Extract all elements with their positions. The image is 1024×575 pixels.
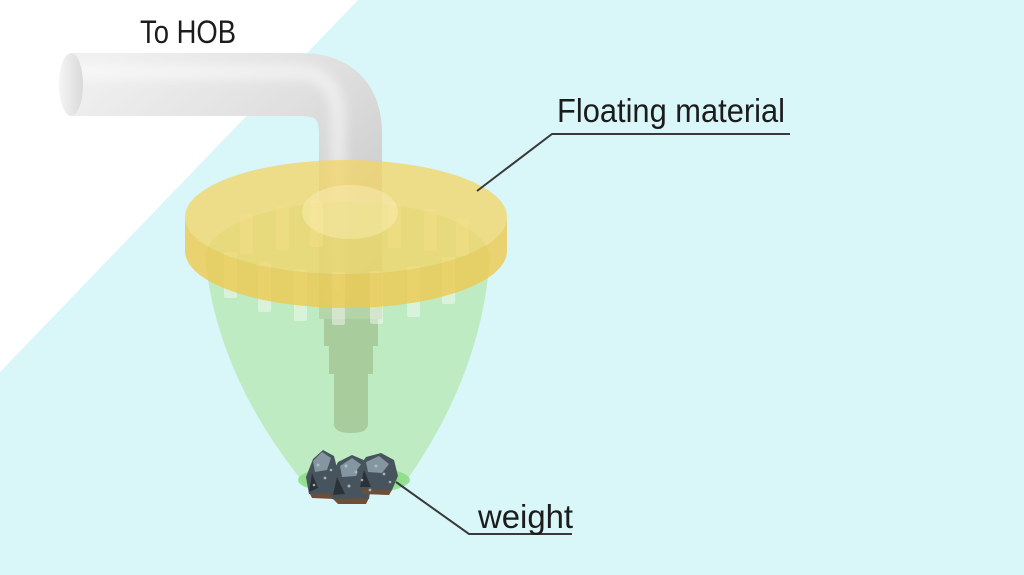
weight-rocks	[306, 450, 398, 504]
pipe-highlight	[75, 64, 346, 300]
pipe-end-cap	[59, 53, 83, 116]
floating-ring	[185, 160, 507, 308]
rock-speckles	[312, 463, 392, 492]
floating-ring-top	[185, 160, 507, 274]
weight-label: weight	[477, 498, 573, 535]
floating-material-label: Floating material	[557, 92, 785, 129]
rock-left	[306, 450, 338, 499]
floating-ring-pipe-collar	[302, 185, 398, 239]
weight-leader-line	[395, 481, 572, 535]
floating-ring-side	[185, 217, 507, 308]
rock-right	[357, 453, 398, 495]
pipe	[59, 53, 382, 319]
floating-material-leader-line	[476, 133, 790, 192]
to-hob-label: To HOB	[140, 14, 236, 50]
